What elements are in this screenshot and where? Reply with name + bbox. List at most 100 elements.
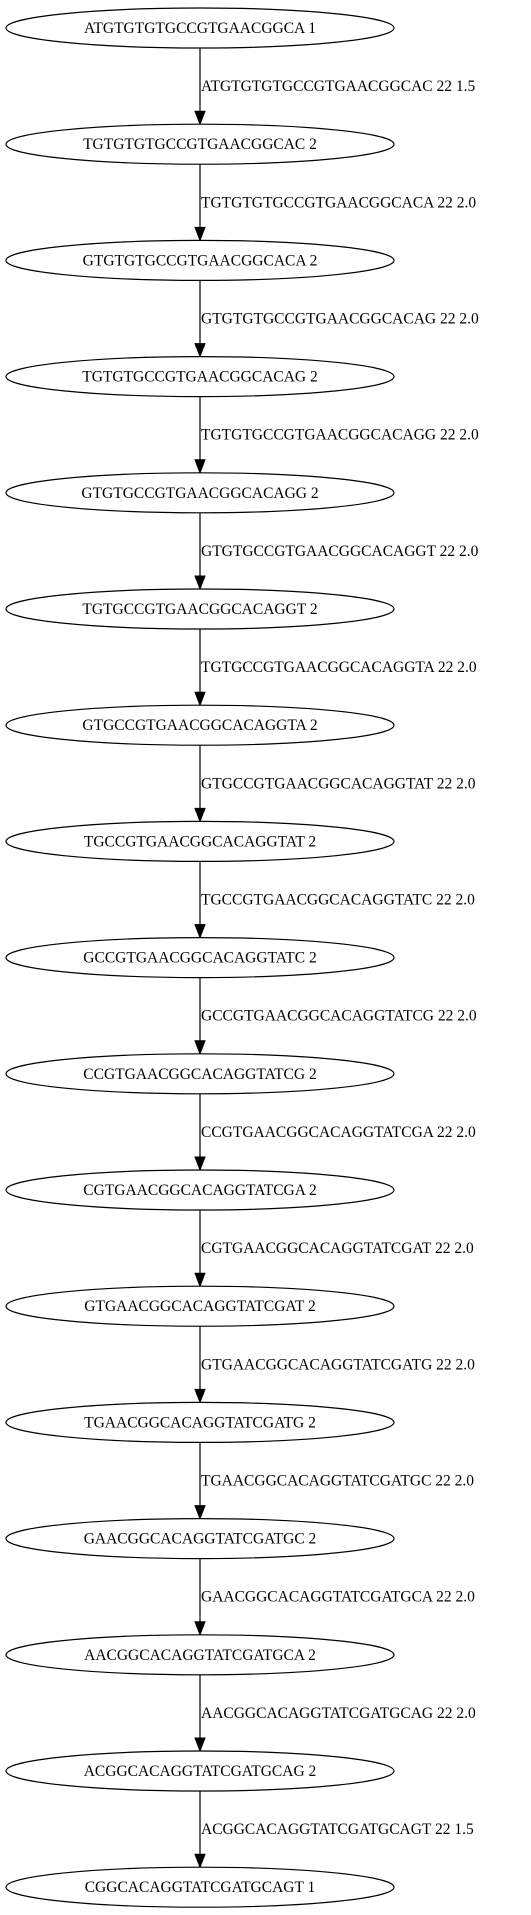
arrow-head-icon <box>194 1156 206 1172</box>
node-label: GCCGTGAACGGCACAGGTATC 2 <box>83 950 316 967</box>
edge-label: CGTGAACGGCACAGGTATCGAT 22 2.0 <box>201 1240 474 1257</box>
edge-label: TGAACGGCACAGGTATCGATGC 22 2.0 <box>201 1473 474 1490</box>
graph-node: CCGTGAACGGCACAGGTATCG 2 <box>5 1053 395 1095</box>
node-ellipse <box>5 356 395 398</box>
arrow-head-icon <box>194 459 206 475</box>
graph-node: TGTGTGCCGTGAACGGCACAG 2 <box>5 356 395 398</box>
arrow-head-icon <box>194 343 206 358</box>
graph-edge: GTGTGCCGTGAACGGCACAGGT 22 2.0 <box>194 512 479 591</box>
node-label: GTGCCGTGAACGGCACAGGTA 2 <box>82 717 317 734</box>
arrow-head-icon <box>194 110 206 126</box>
node-label: CGGCACAGGTATCGATGCAGT 1 <box>85 1879 316 1896</box>
graph-edge: TGTGTGCCGTGAACGGCACAGG 22 2.0 <box>194 396 479 475</box>
node-ellipse <box>5 1285 395 1327</box>
node-ellipse <box>5 1169 395 1211</box>
graph-edge: TGTGTGTGCCGTGAACGGCACA 22 2.0 <box>194 164 476 242</box>
node-label: AACGGCACAGGTATCGATGCA 2 <box>84 1647 316 1664</box>
node-label: CGTGAACGGCACAGGTATCGA 2 <box>83 1182 316 1199</box>
edge-label: TGTGTGTGCCGTGAACGGCACA 22 2.0 <box>201 194 476 211</box>
node-label: TGCCGTGAACGGCACAGGTAT 2 <box>84 833 316 850</box>
node-label: ATGTGTGTGCCGTGAACGGCA 1 <box>84 20 316 37</box>
edge-label: GTGTGTGCCGTGAACGGCACAG 22 2.0 <box>201 311 479 328</box>
arrow-head-icon <box>194 807 206 823</box>
graph-edge: GAACGGCACAGGTATCGATGCA 22 2.0 <box>194 1558 475 1637</box>
node-ellipse <box>5 1517 395 1560</box>
node-label: GAACGGCACAGGTATCGATGC 2 <box>84 1531 317 1548</box>
graph-node: GCCGTGAACGGCACAGGTATC 2 <box>5 936 395 979</box>
graph-edge: TGAACGGCACAGGTATCGATGC 22 2.0 <box>194 1442 474 1520</box>
node-label: GTGTGCCGTGAACGGCACAGG 2 <box>81 485 318 502</box>
edge-label: GTGAACGGCACAGGTATCGATG 22 2.0 <box>201 1356 475 1373</box>
node-label: GTGTGTGCCGTGAACGGCACA 2 <box>83 252 318 269</box>
node-label: CCGTGAACGGCACAGGTATCG 2 <box>83 1066 316 1083</box>
graph-node: GTGCCGTGAACGGCACAGGTA 2 <box>5 704 395 746</box>
graph-edge: CCGTGAACGGCACAGGTATCGA 22 2.0 <box>194 1093 476 1172</box>
edge-label: GTGCCGTGAACGGCACAGGTAT 22 2.0 <box>201 775 476 792</box>
arrow-head-icon <box>194 575 206 591</box>
graph-node: ATGTGTGTGCCGTGAACGGCA 1 <box>5 7 395 49</box>
graph-node: GTGTGCCGTGAACGGCACAGG 2 <box>5 472 395 514</box>
node-label: TGTGTGTGCCGTGAACGGCAC 2 <box>83 136 317 153</box>
node-ellipse <box>5 1053 395 1095</box>
arrow-head-icon <box>194 691 206 707</box>
edge-label: GCCGTGAACGGCACAGGTATCG 22 2.0 <box>201 1008 477 1025</box>
graph-edge: TGCCGTGAACGGCACAGGTATC 22 2.0 <box>194 861 475 939</box>
node-ellipse <box>5 704 395 746</box>
graph-node: GTGAACGGCACAGGTATCGAT 2 <box>5 1285 395 1327</box>
edge-label: GTGTGCCGTGAACGGCACAGGT 22 2.0 <box>201 543 479 560</box>
node-ellipse <box>5 239 395 281</box>
graph-edge: GCCGTGAACGGCACAGGTATCG 22 2.0 <box>194 977 477 1056</box>
arrow-head-icon <box>194 1040 206 1056</box>
edge-label: TGTGTGCCGTGAACGGCACAGG 22 2.0 <box>201 427 479 444</box>
graph-edge: ACGGCACAGGTATCGATGCAGT 22 1.5 <box>194 1791 474 1869</box>
node-ellipse <box>5 7 395 49</box>
node-label: TGTGCCGTGAACGGCACAGGT 2 <box>82 601 317 618</box>
graph-edge: GTGTGTGCCGTGAACGGCACAG 22 2.0 <box>194 280 479 358</box>
edge-label: TGTGCCGTGAACGGCACAGGTA 22 2.0 <box>201 659 477 676</box>
graph-node: TGTGTGTGCCGTGAACGGCAC 2 <box>5 123 395 165</box>
arrow-head-icon <box>194 226 206 242</box>
node-ellipse <box>5 1401 395 1444</box>
graph-node: GTGTGTGCCGTGAACGGCACA 2 <box>5 239 395 281</box>
graph-edge: TGTGCCGTGAACGGCACAGGTA 22 2.0 <box>194 629 477 707</box>
arrow-head-icon <box>194 1737 206 1753</box>
graph-node: ACGGCACAGGTATCGATGCAG 2 <box>5 1750 395 1792</box>
node-ellipse <box>5 1634 395 1676</box>
graph-edge: AACGGCACAGGTATCGATGCAG 22 2.0 <box>194 1674 476 1753</box>
node-ellipse <box>5 123 395 165</box>
graph-edge: CGTGAACGGCACAGGTATCGAT 22 2.0 <box>194 1210 474 1288</box>
graph-node: TGTGCCGTGAACGGCACAGGT 2 <box>5 588 395 630</box>
node-ellipse <box>5 1866 395 1908</box>
arrow-head-icon <box>194 1272 206 1288</box>
arrow-head-icon <box>194 1388 206 1404</box>
graph-node: AACGGCACAGGTATCGATGCA 2 <box>5 1634 395 1676</box>
arrow-head-icon <box>194 1621 206 1637</box>
arrow-head-icon <box>194 924 206 939</box>
node-ellipse <box>5 936 395 979</box>
edge-label: ATGTGTGTGCCGTGAACGGCAC 22 1.5 <box>201 78 476 95</box>
node-label: ACGGCACAGGTATCGATGCAG 2 <box>84 1763 317 1780</box>
graph-edge: ATGTGTGTGCCGTGAACGGCAC 22 1.5 <box>194 48 476 126</box>
node-ellipse <box>5 1750 395 1792</box>
graph-node: CGGCACAGGTATCGATGCAGT 1 <box>5 1866 395 1908</box>
arrow-head-icon <box>194 1853 206 1869</box>
edge-label: CCGTGAACGGCACAGGTATCGA 22 2.0 <box>201 1124 476 1141</box>
graph-edge: GTGAACGGCACAGGTATCGATG 22 2.0 <box>194 1326 475 1404</box>
node-label: TGTGTGCCGTGAACGGCACAG 2 <box>82 369 318 386</box>
graph-node: TGAACGGCACAGGTATCGATG 2 <box>5 1401 395 1444</box>
node-ellipse <box>5 472 395 514</box>
graph-node: GAACGGCACAGGTATCGATGC 2 <box>5 1517 395 1560</box>
node-ellipse <box>5 588 395 630</box>
graph-node: CGTGAACGGCACAGGTATCGA 2 <box>5 1169 395 1211</box>
node-label: TGAACGGCACAGGTATCGATG 2 <box>84 1414 316 1431</box>
edge-label: TGCCGTGAACGGCACAGGTATC 22 2.0 <box>201 892 475 909</box>
node-label: GTGAACGGCACAGGTATCGAT 2 <box>84 1298 315 1315</box>
edge-label: ACGGCACAGGTATCGATGCAGT 22 1.5 <box>201 1821 474 1838</box>
graph-edge: GTGCCGTGAACGGCACAGGTAT 22 2.0 <box>194 745 476 823</box>
node-ellipse <box>5 820 395 863</box>
graph-node: TGCCGTGAACGGCACAGGTAT 2 <box>5 820 395 863</box>
edge-label: AACGGCACAGGTATCGATGCAG 22 2.0 <box>201 1705 476 1722</box>
arrow-head-icon <box>194 1505 206 1520</box>
edge-label: GAACGGCACAGGTATCGATGCA 22 2.0 <box>201 1589 475 1606</box>
